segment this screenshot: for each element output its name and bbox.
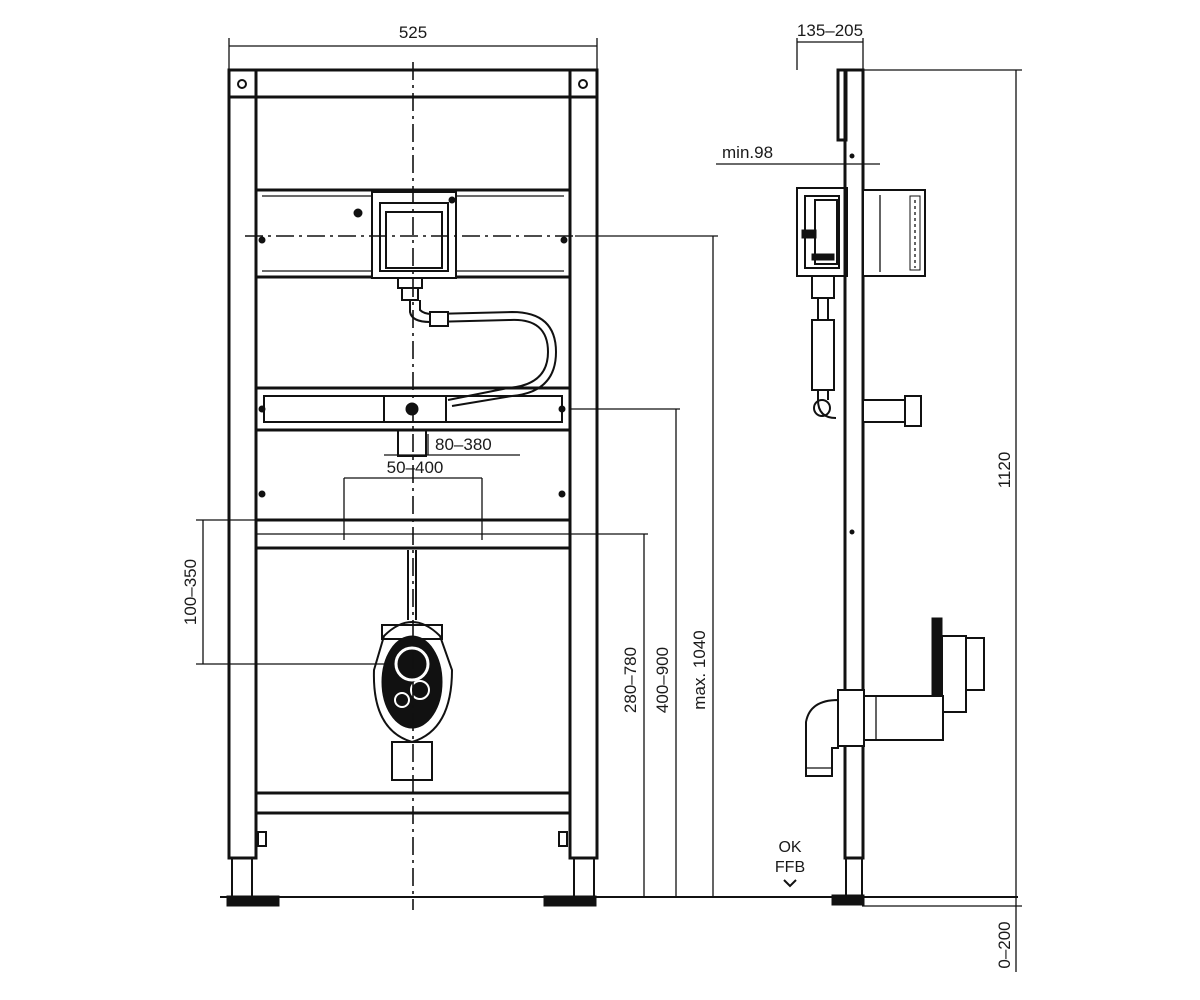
- dim-135-205: 135–205: [796, 21, 864, 70]
- control-box: [353, 191, 457, 301]
- dim-280-780: 280–780: [570, 533, 648, 897]
- inlet-stub: [397, 429, 427, 457]
- dim-80-380: 80–380: [384, 434, 520, 456]
- width-dimension: 525: [228, 23, 598, 70]
- dim-0-200: 0–200: [862, 897, 1022, 972]
- side-inlet-stub: [862, 395, 922, 427]
- side-post: [831, 68, 865, 906]
- dim-0-200-label: 0–200: [995, 921, 1014, 968]
- floor-arrow-icon: [783, 879, 797, 888]
- dim-400-900-label: 400–900: [653, 647, 672, 713]
- side-flush-pipe: [811, 275, 837, 419]
- floor-label-ok: OK: [778, 839, 801, 856]
- dim-280-780-label: 280–780: [621, 647, 640, 713]
- side-control-box: [796, 187, 926, 277]
- dim-1120: 1120: [995, 70, 1017, 897]
- dim-min-98-label: min.98: [722, 143, 773, 162]
- dim-1120-label: 1120: [995, 452, 1014, 489]
- dim-135-205-label: 135–205: [797, 21, 863, 40]
- dim-max-1040: max. 1040: [575, 235, 718, 897]
- side-drain: [805, 617, 985, 777]
- dim-50-400-label: 50–400: [387, 458, 444, 477]
- width-dim-label: 525: [399, 23, 427, 42]
- dim-min-98: min.98: [716, 143, 880, 165]
- dim-400-900: 400–900: [570, 408, 680, 897]
- floor-label-ffb: FFB: [775, 859, 805, 876]
- dim-80-380-label: 80–380: [435, 435, 492, 454]
- dim-max-1040-label: max. 1040: [690, 630, 709, 709]
- dim-100-350-label: 100–350: [181, 559, 200, 625]
- floor-label: OK FFB: [775, 839, 805, 888]
- dim-100-350: 100–350: [181, 519, 390, 665]
- front-view: 525: [181, 23, 1018, 910]
- flush-pipe: [409, 300, 558, 407]
- side-view: 135–205 min.98: [716, 21, 1022, 972]
